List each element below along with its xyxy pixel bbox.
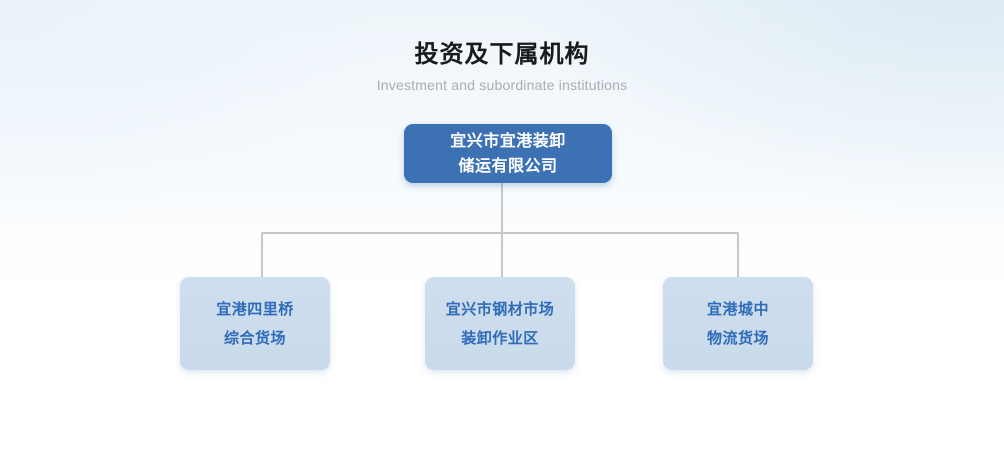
connector-drop-child-2 — [501, 232, 503, 278]
page-title: 投资及下属机构 — [414, 41, 590, 68]
org-node-child-3[interactable]: 宜港城中 物流货场 — [663, 277, 813, 370]
page-header: 投资及下属机构 Investment and subordinate insti… — [0, 40, 1004, 94]
page-subtitle: Investment and subordinate institutions — [376, 77, 628, 93]
org-node-child-2-line-2: 装卸作业区 — [461, 329, 539, 347]
org-node-child-3-line-2: 物流货场 — [706, 329, 769, 347]
org-node-root-line-1: 宜兴市宜港装卸 — [450, 132, 566, 150]
org-node-child-2-line-1: 宜兴市钢材市场 — [445, 300, 555, 318]
org-node-root[interactable]: 宜兴市宜港装卸 储运有限公司 — [404, 124, 612, 183]
org-node-child-1-line-1: 宜港四里桥 — [216, 300, 294, 318]
org-node-child-3-line-1: 宜港城中 — [706, 300, 769, 318]
connector-drop-child-3 — [737, 232, 739, 278]
connector-drop-child-1 — [261, 232, 263, 278]
org-node-child-1-line-2: 综合货场 — [223, 329, 286, 347]
org-node-child-1[interactable]: 宜港四里桥 综合货场 — [180, 277, 330, 370]
org-node-root-line-2: 储运有限公司 — [458, 157, 558, 175]
connector-root-stem — [501, 183, 503, 234]
connector-horizontal-bus — [261, 232, 739, 234]
org-node-child-2[interactable]: 宜兴市钢材市场 装卸作业区 — [425, 277, 575, 370]
